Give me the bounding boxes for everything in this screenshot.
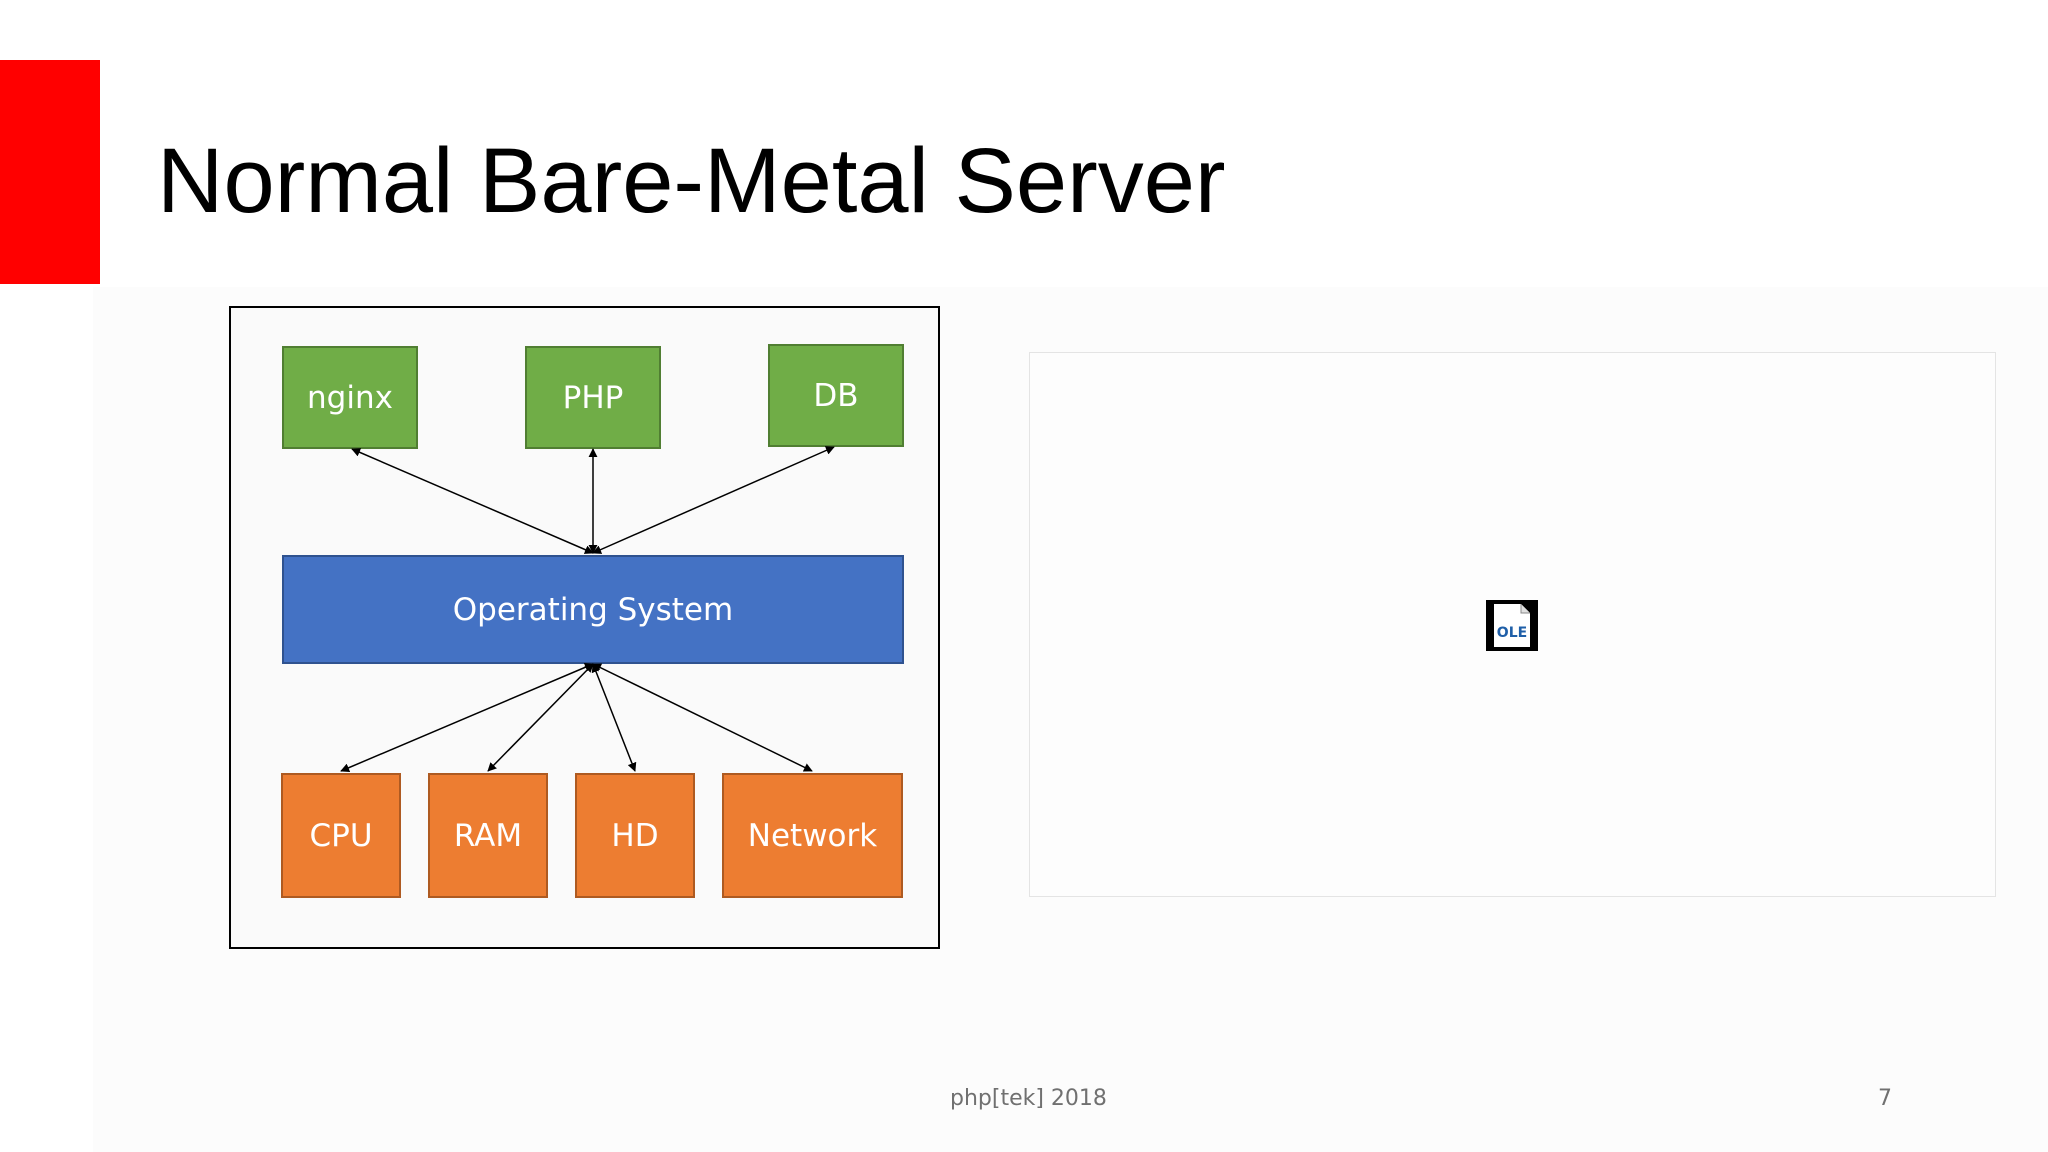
arrow-nginx-os: [351, 448, 594, 554]
hardware-box-network: Network: [722, 773, 903, 898]
app-box-nginx: nginx: [282, 346, 418, 449]
arrow-os-network: [592, 663, 813, 772]
hardware-box-hd: HD: [575, 773, 695, 898]
hardware-box-cpu: CPU: [281, 773, 401, 898]
footer-text: php[tek] 2018: [950, 1086, 1107, 1111]
ole-icon-label: OLE: [1497, 625, 1527, 641]
arrow-os-ram: [487, 663, 594, 772]
accent-bar: [0, 60, 100, 284]
hardware-box-ram: RAM: [428, 773, 548, 898]
page-number: 7: [1878, 1086, 1892, 1111]
os-box: Operating System: [282, 555, 904, 664]
arrow-db-os: [592, 446, 835, 554]
slide-title: Normal Bare-Metal Server: [157, 130, 1226, 232]
app-box-db: DB: [768, 344, 904, 447]
ole-object-icon: OLE: [1486, 600, 1538, 651]
arrow-os-cpu: [340, 663, 594, 772]
arrow-os-hd: [591, 663, 637, 772]
